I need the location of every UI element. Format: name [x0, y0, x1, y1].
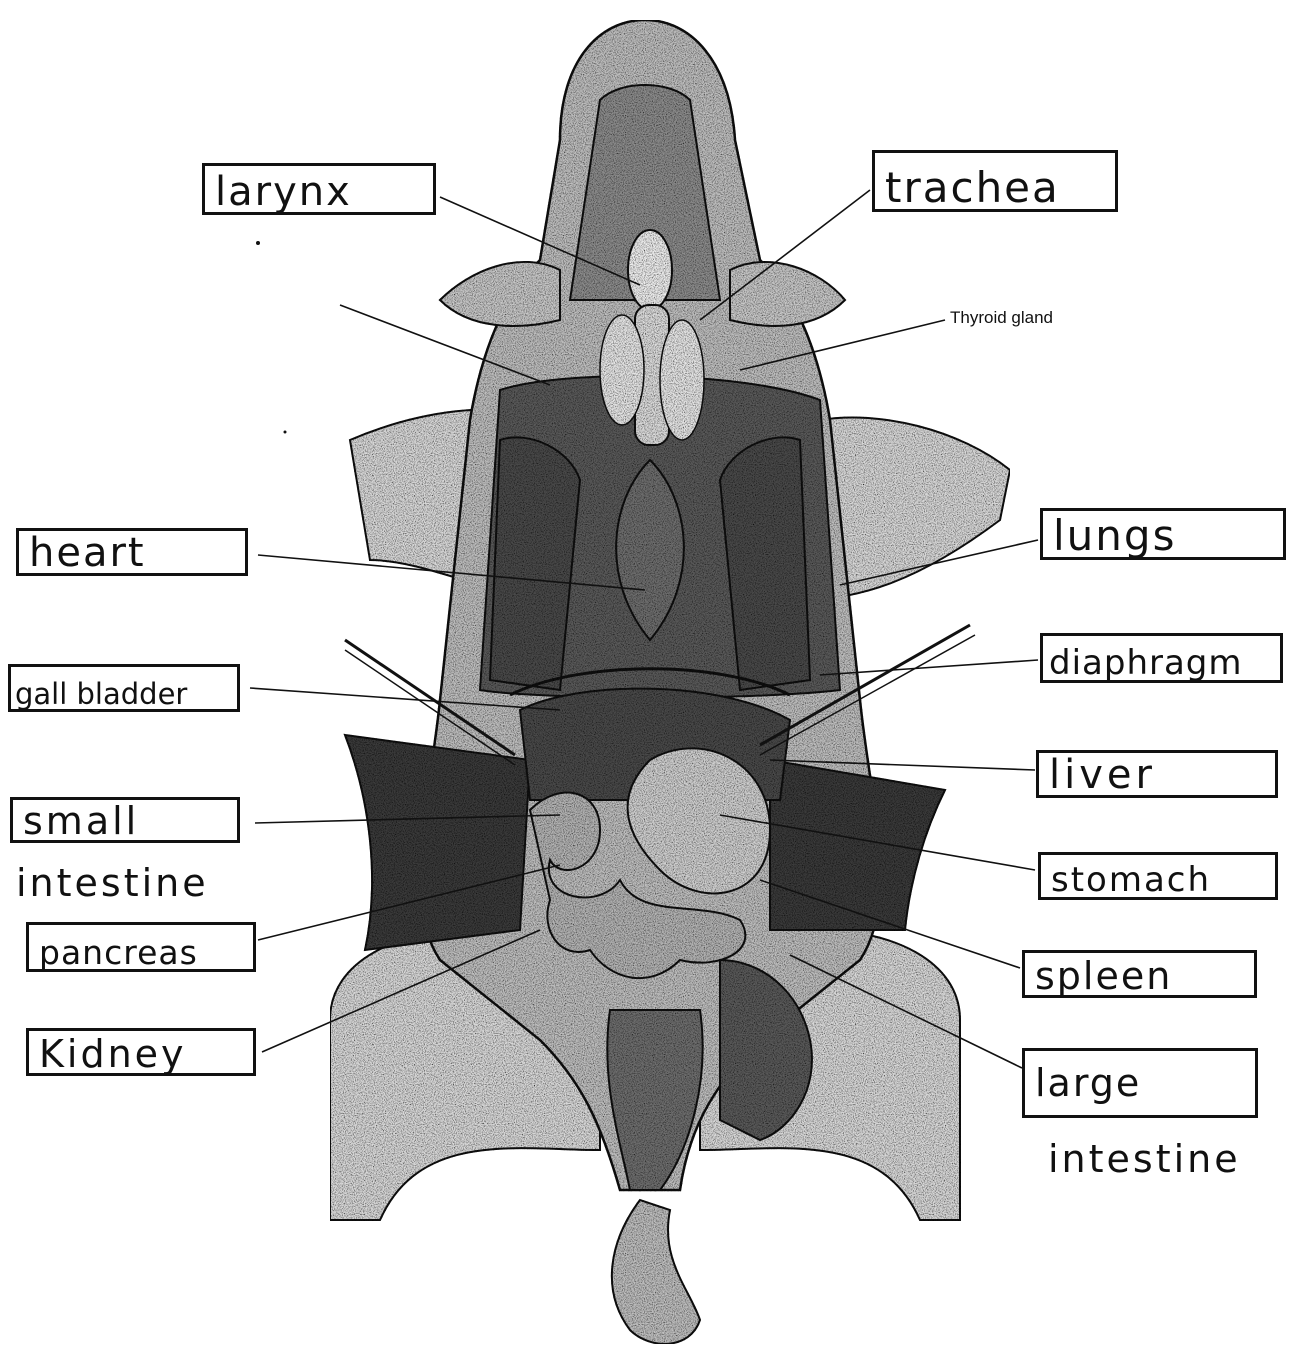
label-box-lungs: lungs [1040, 508, 1286, 560]
larynx-shape [628, 230, 672, 310]
label-box-small-intestine: small [10, 797, 240, 843]
label-diaphragm: diaphragm [1049, 646, 1243, 680]
label-box-diaphragm: diaphragm [1040, 633, 1283, 683]
right-skin-flap [770, 760, 945, 930]
label-kidney: Kidney [39, 1035, 187, 1073]
label-box-liver: liver [1036, 750, 1278, 798]
label-stomach: stomach [1051, 863, 1211, 897]
tail-shape [612, 1200, 700, 1344]
label-box-spleen: spleen [1022, 950, 1257, 998]
label-small-intestine-line2: intestine [16, 864, 209, 902]
label-large-intestine-line1: large [1035, 1064, 1141, 1102]
label-box-stomach: stomach [1038, 852, 1278, 900]
label-box-gall-bladder: gall bladder [8, 664, 240, 712]
label-small-intestine-line1: small [23, 802, 139, 840]
label-spleen: spleen [1035, 957, 1172, 995]
label-lungs: lungs [1053, 515, 1176, 557]
label-box-pancreas: pancreas [26, 922, 256, 972]
thyroid-left [600, 315, 644, 425]
label-large-intestine-line2: intestine [1048, 1140, 1241, 1178]
stray-dot [256, 241, 260, 245]
label-trachea: trachea [885, 167, 1060, 209]
label-liver: liver [1049, 755, 1156, 795]
label-heart: heart [29, 533, 146, 573]
label-box-trachea: trachea [872, 150, 1118, 212]
thyroid-right [660, 320, 704, 440]
label-box-large-intestine: large [1022, 1048, 1258, 1118]
label-thyroid-gland: Thyroid gland [950, 309, 1053, 326]
left-ear [440, 262, 560, 326]
label-pancreas: pancreas [39, 936, 198, 969]
stray-dot [284, 431, 287, 434]
label-larynx: larynx [215, 172, 352, 212]
label-box-kidney: Kidney [26, 1028, 256, 1076]
label-box-larynx: larynx [202, 163, 436, 215]
label-box-heart: heart [16, 528, 248, 576]
label-gall-bladder: gall bladder [15, 680, 187, 709]
left-skin-flap [345, 735, 530, 950]
right-ear [730, 262, 845, 326]
